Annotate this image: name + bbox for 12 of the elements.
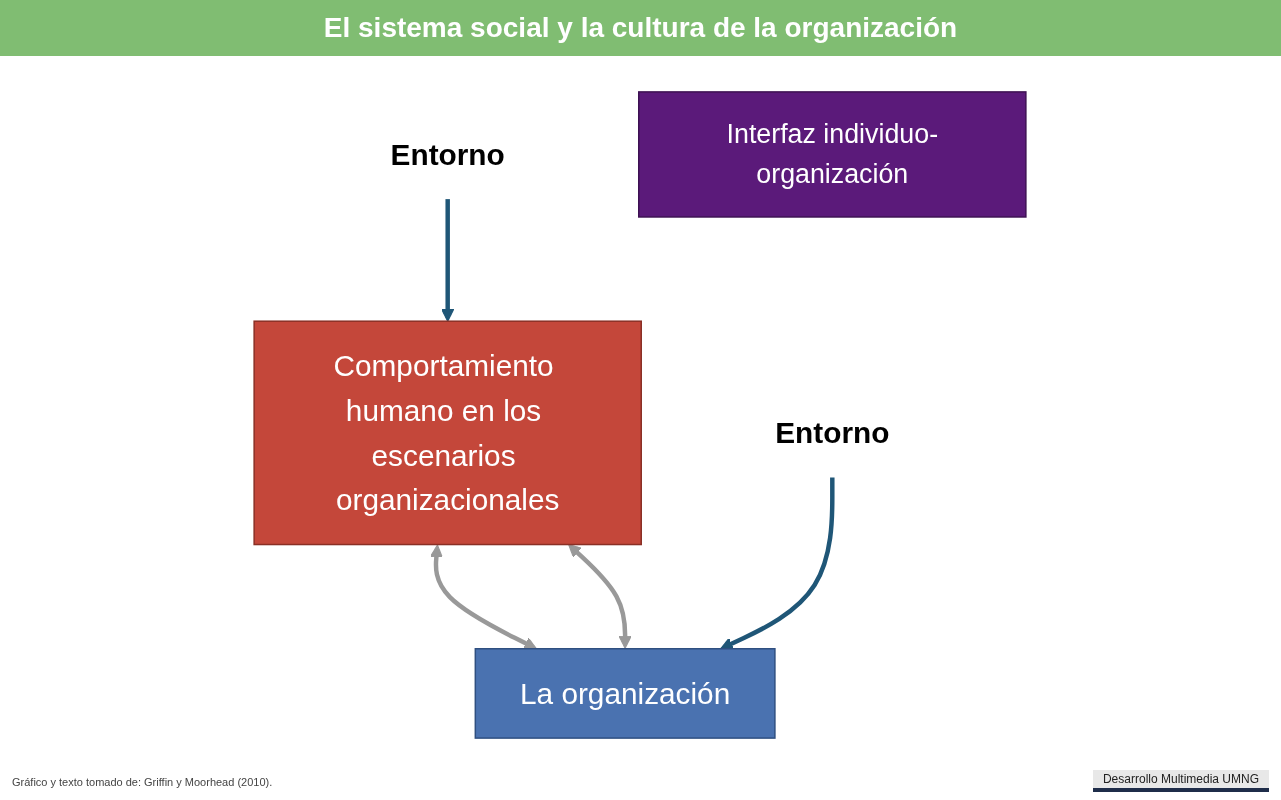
node-text: Entorno	[390, 138, 505, 171]
footer-label: Desarrollo Multimedia UMNG	[1092, 770, 1269, 792]
arrow	[429, 544, 537, 650]
node-text: Entorno	[775, 416, 890, 450]
title-banner: El sistema social y la cultura de la organización	[0, 0, 1281, 56]
node-box: Interfaz individuo-organización	[638, 91, 1027, 218]
arrow	[568, 543, 632, 649]
arrow	[441, 199, 455, 322]
arrow	[720, 477, 835, 650]
node-box: Comportamiento humano en los escenarios organizacionales	[253, 320, 642, 546]
node-box: La organización	[474, 648, 776, 739]
source-caption: Gráfico y texto tomado de: Griffin y Moorhead (2010).	[12, 776, 273, 788]
